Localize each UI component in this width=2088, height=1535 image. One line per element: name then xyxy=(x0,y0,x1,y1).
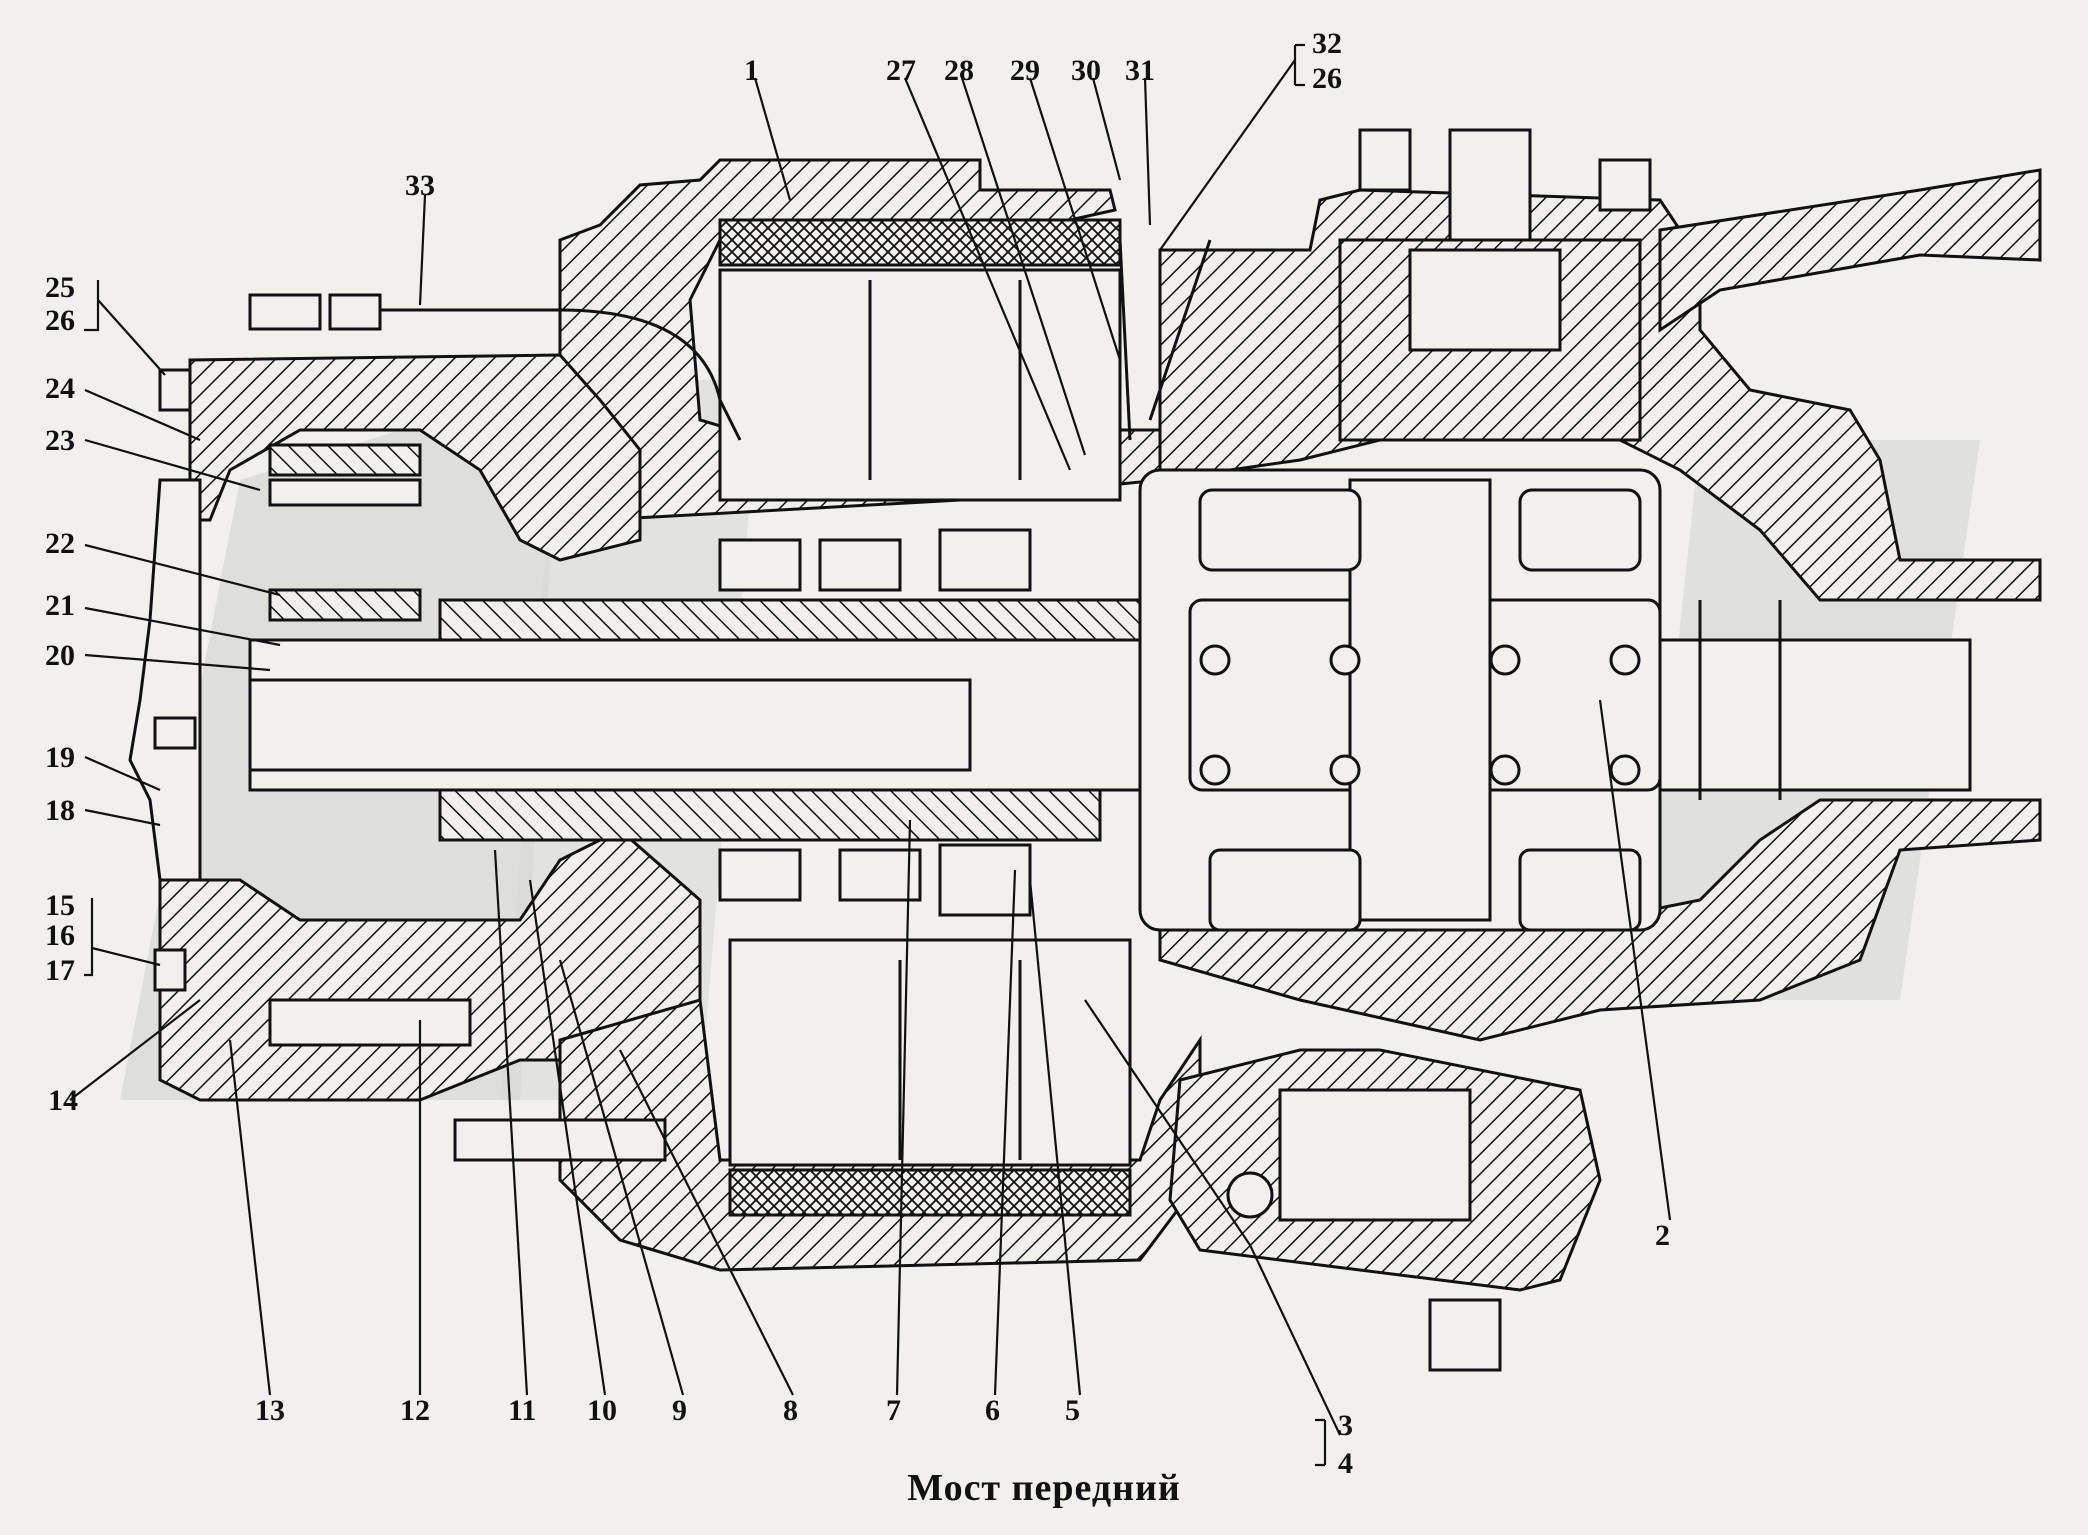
label-30: 30 xyxy=(1071,54,1101,87)
label-3: 3 xyxy=(1338,1409,1353,1442)
label-22: 22 xyxy=(45,527,75,560)
end-bolt xyxy=(153,716,197,750)
steering-arm xyxy=(1658,168,2042,333)
label-4: 4 xyxy=(1338,1447,1353,1480)
label-33: 33 xyxy=(405,169,435,202)
friction-lining-top xyxy=(718,218,1122,267)
label-18: 18 xyxy=(45,794,75,827)
label-1: 1 xyxy=(744,54,759,87)
planetary-gear xyxy=(268,443,422,477)
label-9: 9 xyxy=(672,1394,687,1427)
shaft-bushing-top xyxy=(438,598,1162,642)
label-31: 31 xyxy=(1125,54,1155,87)
label-19: 19 xyxy=(45,741,75,774)
end-cap xyxy=(128,478,202,882)
hose-fitting xyxy=(340,308,742,441)
bolt-bottom xyxy=(153,948,187,992)
label-5: 5 xyxy=(1065,1394,1080,1427)
label-14: 14 xyxy=(48,1084,78,1117)
label-6: 6 xyxy=(985,1394,1000,1427)
label-11: 11 xyxy=(508,1394,536,1427)
figure-caption: Мост передний xyxy=(907,1467,1181,1509)
label-13: 13 xyxy=(255,1394,285,1427)
label-7: 7 xyxy=(886,1394,901,1427)
label-20: 20 xyxy=(45,639,75,672)
shaft-bushing-bottom xyxy=(438,788,1102,842)
label-15: 15 xyxy=(45,889,75,922)
label-21: 21 xyxy=(45,589,75,622)
axle-cross-section xyxy=(128,128,2042,1372)
label-25: 25 xyxy=(45,271,75,304)
shaft-bore xyxy=(248,678,972,772)
cv-joint xyxy=(1138,468,1662,932)
stud xyxy=(453,1118,667,1162)
label-28: 28 xyxy=(944,54,974,87)
bolt-top xyxy=(158,368,192,412)
friction-lining-bottom xyxy=(728,1168,1132,1217)
leader-lines xyxy=(69,43,1672,1467)
label-23: 23 xyxy=(45,424,75,457)
label-17: 17 xyxy=(45,954,75,987)
label-10: 10 xyxy=(587,1394,617,1427)
label-29: 29 xyxy=(1010,54,1040,87)
label-12: 12 xyxy=(400,1394,430,1427)
ring-gear-lower xyxy=(268,998,472,1047)
bearings xyxy=(718,528,1032,917)
brake-chamber-top xyxy=(718,268,1122,502)
label-26-top: 26 xyxy=(1312,62,1342,95)
label-2: 2 xyxy=(1655,1219,1670,1252)
hose-nut xyxy=(248,293,322,331)
label-32: 32 xyxy=(1312,27,1342,60)
label-24: 24 xyxy=(45,372,75,405)
left-cover-upper xyxy=(188,353,642,562)
label-8: 8 xyxy=(783,1394,798,1427)
label-27: 27 xyxy=(886,54,916,87)
label-26-left: 26 xyxy=(45,304,75,337)
part-labels: 1 27 28 29 30 31 32 26 33 25 26 24 23 22… xyxy=(45,27,1670,1480)
kingpin-lower xyxy=(1168,1048,1602,1372)
kingpin-upper xyxy=(1338,128,1652,442)
label-16: 16 xyxy=(45,919,75,952)
brake-chamber-bottom xyxy=(728,938,1132,1167)
